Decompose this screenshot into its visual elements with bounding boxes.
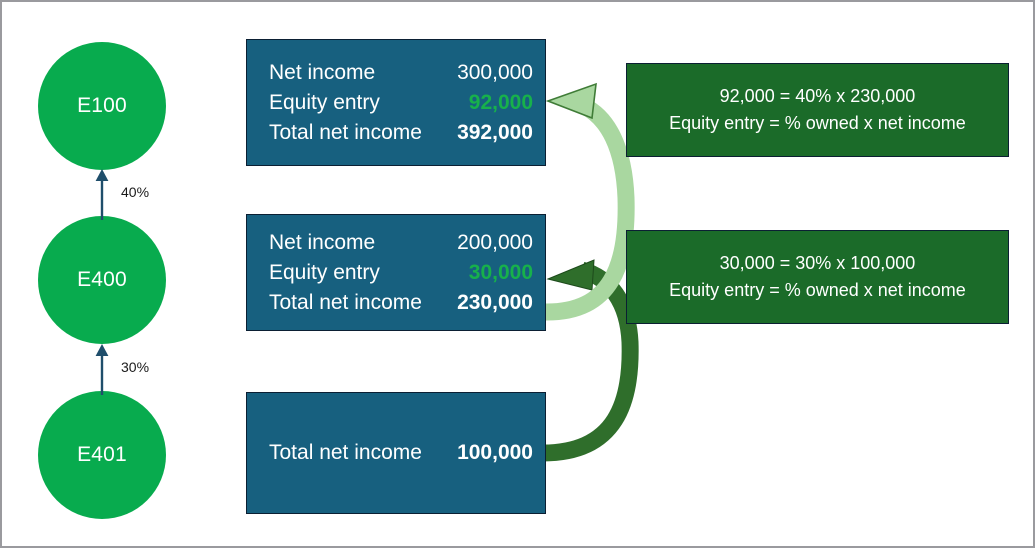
row-label: Net income — [269, 60, 376, 84]
ownership-percent-e400-to-e100: 40% — [121, 184, 150, 200]
statement-row: Total net income 392,000 — [269, 118, 533, 148]
statement-box-e400: Net income 200,000 Equity entry 30,000 T… — [246, 214, 546, 331]
formula-box-e100: 92,000 = 40% x 230,000 Equity entry = % … — [626, 63, 1009, 157]
statement-row: Net income 300,000 — [269, 58, 533, 88]
ownership-arrow-e401-to-e400 — [95, 344, 109, 395]
statement-row: Net income 200,000 — [269, 228, 533, 258]
row-label: Equity entry — [269, 90, 380, 114]
statement-box-e401: Total net income 100,000 — [246, 392, 546, 514]
row-value: 100,000 — [457, 441, 533, 464]
statement-box-e100: Net income 300,000 Equity entry 92,000 T… — [246, 39, 546, 166]
row-label: Net income — [269, 230, 376, 254]
flow-arrow-e401-to-e400 — [542, 259, 639, 462]
row-value: 30,000 — [468, 260, 533, 284]
entity-label: E400 — [77, 268, 127, 291]
row-value: 92,000 — [468, 90, 533, 114]
row-label: Total net income — [269, 290, 422, 314]
row-value: 200,000 — [457, 230, 533, 254]
entity-circle-e400: E400 — [38, 216, 166, 344]
row-label: Equity entry — [269, 260, 380, 284]
formula-rule: Equity entry = % owned x net income — [669, 280, 966, 300]
row-label: Total net income — [269, 120, 422, 144]
entity-label: E401 — [77, 443, 127, 466]
statement-row: Equity entry 30,000 — [269, 258, 533, 288]
statement-row: Equity entry 92,000 — [269, 88, 533, 118]
formula-box-e400: 30,000 = 30% x 100,000 Equity entry = % … — [626, 230, 1009, 324]
entity-circle-e401: E401 — [38, 391, 166, 519]
row-value: 230,000 — [457, 290, 533, 314]
row-value: 300,000 — [457, 60, 533, 84]
statement-row: Total net income 100,000 — [269, 438, 533, 468]
ownership-percent-e401-to-e400: 30% — [121, 359, 150, 375]
formula-rule: Equity entry = % owned x net income — [669, 113, 966, 133]
flow-arrow-e400-to-e100 — [542, 82, 635, 321]
statement-row: Total net income 230,000 — [269, 288, 533, 318]
formula-calculation: 92,000 = 40% x 230,000 — [719, 86, 916, 106]
entity-label: E100 — [77, 94, 127, 117]
entity-circle-e100: E100 — [38, 42, 166, 170]
row-label: Total net income — [269, 441, 422, 464]
ownership-arrow-e400-to-e100 — [95, 169, 109, 220]
row-value: 392,000 — [457, 120, 533, 144]
formula-calculation: 30,000 = 30% x 100,000 — [719, 253, 916, 273]
